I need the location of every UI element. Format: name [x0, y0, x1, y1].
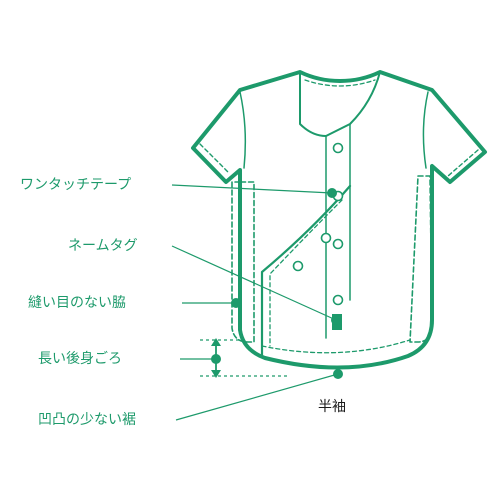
- long-back-arrow-down: [211, 370, 221, 378]
- left-sleeve-stitch: [199, 143, 229, 173]
- neckline-stitch: [304, 79, 376, 87]
- leader-flat-hem: [175, 373, 339, 421]
- left-sleeve-seam: [239, 91, 247, 169]
- leader-name-tag: [171, 245, 337, 321]
- dot-flat-hem: [333, 369, 343, 379]
- dot-name-tag: [331, 315, 341, 325]
- right-sleeve-seam: [422, 91, 429, 169]
- snap-button: [332, 142, 344, 154]
- long-back-arrow-up: [211, 338, 221, 346]
- left-side-dash-frame: [231, 181, 255, 343]
- dot-one-touch-tape: [327, 188, 337, 198]
- snap-button: [292, 260, 304, 272]
- label-name-tag: ネームタグ: [68, 238, 138, 254]
- snap-button: [332, 294, 344, 306]
- right-sleeve-stitch: [447, 149, 479, 177]
- open-front-flap: [260, 184, 352, 358]
- caption-short-sleeve: 半袖: [318, 399, 346, 415]
- shirt-outline: [191, 70, 487, 370]
- open-front-flap-inner: [269, 199, 343, 347]
- label-flat-hem: 凹凸の少ない裾: [38, 412, 136, 428]
- dot-long-back: [211, 354, 221, 364]
- hem-stitch: [261, 339, 411, 354]
- label-seamless-side: 縫い目のない脇: [28, 295, 126, 311]
- leader-one-touch-tape: [171, 184, 333, 194]
- snap-button: [332, 238, 344, 250]
- label-one-touch-tape: ワンタッチテープ: [20, 177, 132, 193]
- snap-button: [320, 232, 332, 244]
- right-side-dash-frame: [409, 175, 433, 343]
- dot-seamless-side: [231, 298, 241, 308]
- label-long-back: 長い後身ごろ: [38, 351, 122, 367]
